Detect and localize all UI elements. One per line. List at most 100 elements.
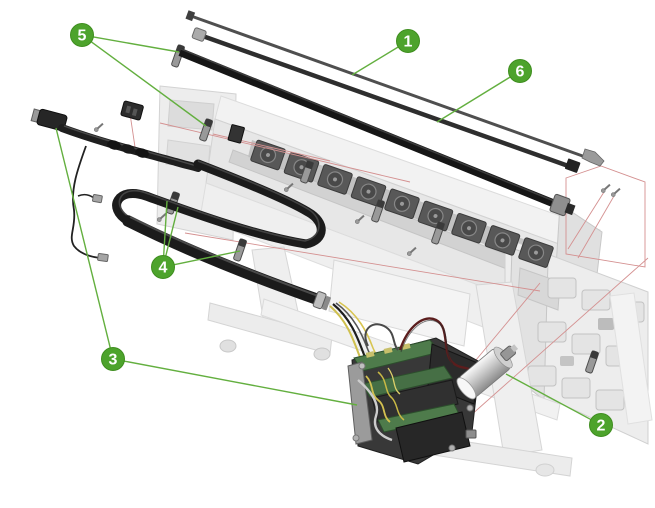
- tube-clip: [431, 221, 445, 245]
- pcb-pad: [365, 351, 375, 358]
- callout-circle: [70, 23, 94, 47]
- fan-module: [350, 176, 387, 207]
- carriage-top-wire-arc: [364, 323, 399, 351]
- clip-head: [237, 238, 247, 248]
- carriage-post: [358, 362, 366, 370]
- ink-slot: [571, 333, 601, 355]
- ink-slot-grid: [527, 277, 645, 411]
- tube-rail-extrusion: [178, 48, 562, 210]
- callout-circle: [101, 347, 125, 371]
- carriage-tube-white: [357, 379, 393, 442]
- fan-hub: [433, 214, 438, 218]
- plug-pin: [131, 108, 138, 117]
- floating-plug: [120, 100, 144, 121]
- cylinder-connector-tip: [510, 344, 519, 353]
- callout-number: 6: [516, 64, 525, 81]
- tube-clip: [300, 160, 314, 184]
- screw-parts: [94, 122, 621, 256]
- screw: [601, 183, 611, 193]
- fan-module: [484, 225, 521, 256]
- screw-head: [611, 192, 616, 197]
- wire-end-connector-tip: [97, 252, 109, 263]
- ref-box: [565, 165, 646, 268]
- trailing-cable-tube-highlight: [129, 216, 322, 298]
- callout-leader-line: [93, 36, 180, 53]
- screw: [407, 246, 417, 256]
- fan-hub: [266, 153, 270, 157]
- guide-rod-second-left-fitting: [191, 27, 207, 42]
- guide-rod-second: [196, 31, 575, 171]
- cable-harness: [30, 108, 202, 263]
- tube-rail-right-bracket-dark: [564, 202, 576, 216]
- trailing-cable-loop: [112, 159, 326, 249]
- station-accent-dark-1: [598, 318, 614, 330]
- pcb-pad: [383, 347, 393, 354]
- ink-slot: [581, 289, 611, 311]
- ink-slot: [547, 277, 577, 299]
- tube-clip: [585, 350, 599, 374]
- harness-tape-wrap: [135, 148, 149, 158]
- callout-number: 1: [404, 34, 413, 51]
- screw: [284, 182, 294, 192]
- clip-head: [203, 118, 213, 128]
- carriage-wire-yellow-3: [387, 367, 401, 395]
- caster-wheel-2: [313, 347, 331, 361]
- guide-rod-top: [190, 14, 592, 161]
- plug-pin: [125, 105, 132, 114]
- ink-slot: [561, 377, 591, 399]
- power-wire-shadow: [400, 320, 454, 365]
- fan-module: [317, 164, 353, 195]
- station-accent-dark-2: [560, 356, 574, 366]
- harness-ribbon: [58, 124, 202, 172]
- fan-module: [451, 212, 487, 244]
- harness-tape-wrap: [107, 140, 121, 150]
- callout-number: 2: [597, 418, 606, 435]
- guide-rod-second-right-cap: [564, 158, 581, 173]
- fan-hub: [400, 201, 404, 206]
- callout-leader-line: [505, 373, 592, 421]
- carriage-pcb-2: [361, 365, 453, 398]
- callout-1: 1: [396, 29, 420, 53]
- carriage-wire-yellow-2: [377, 371, 405, 421]
- clip-head: [170, 191, 180, 201]
- callout-leader-line: [124, 360, 358, 406]
- screw-shaft: [603, 183, 611, 191]
- fan-module: [518, 237, 554, 268]
- guide-rod-top-left-cap: [185, 10, 196, 22]
- guide-rod-fork-fitting: [581, 148, 605, 167]
- screw-shaft: [357, 214, 365, 222]
- tube-rail-highlight: [180, 48, 560, 204]
- clip-parts: [166, 44, 599, 374]
- electronics-window-panel: [328, 259, 471, 347]
- ref-line: [465, 282, 541, 373]
- callout-circle: [396, 29, 420, 53]
- harness-branch-wire: [77, 193, 95, 199]
- callout-6: 6: [508, 59, 532, 83]
- ink-slot: [527, 365, 557, 387]
- harness-tape-wrap: [121, 144, 135, 154]
- screw: [94, 122, 104, 132]
- screw-shaft: [96, 122, 104, 130]
- ref-line: [577, 195, 615, 259]
- screw-shaft: [286, 182, 294, 190]
- tube-end-ring-2: [322, 296, 331, 311]
- callout-leader-line: [165, 206, 179, 257]
- callout-circle: [508, 59, 532, 83]
- screw-head: [355, 219, 360, 224]
- callout-5: 5: [70, 23, 94, 47]
- callout-leader-line: [436, 76, 511, 123]
- rails: [178, 10, 605, 217]
- screw-shaft: [613, 187, 621, 195]
- callout-number: 5: [78, 28, 87, 45]
- power-wire-darkred: [398, 317, 470, 371]
- cylinder-left-cap: [456, 377, 477, 400]
- trailing-cable-loop-highlight: [118, 160, 320, 242]
- screw-shaft: [409, 246, 417, 254]
- callout-2: 2: [589, 413, 613, 437]
- tube-clip: [371, 199, 385, 223]
- clip-head: [375, 199, 385, 209]
- callout-number: 4: [159, 260, 168, 277]
- ref-line: [442, 257, 649, 441]
